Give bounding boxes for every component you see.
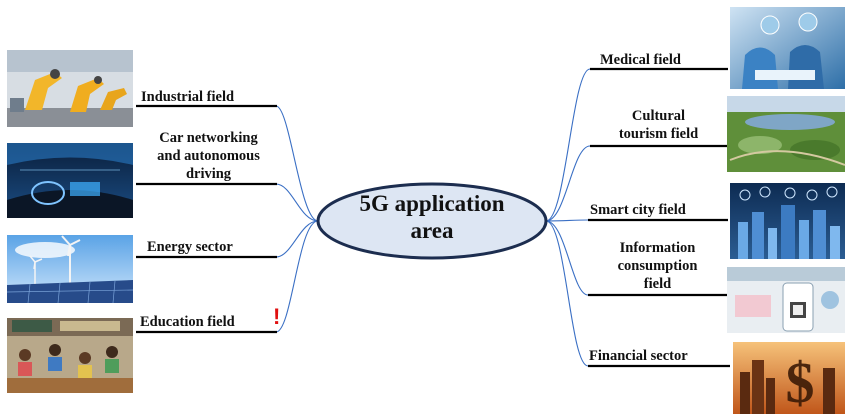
cultural-tourism-label: Cultural tourism field <box>618 108 699 142</box>
center-node-label: 5G application area <box>359 191 505 243</box>
classroom-photo <box>7 318 133 393</box>
dollar-city-sunset-photo: $ <box>733 342 845 414</box>
surgery-room-photo <box>730 7 845 89</box>
connector-education <box>275 220 319 333</box>
connector-industrial <box>275 105 319 222</box>
wind-turbine-solar-photo <box>6 235 134 304</box>
education-field-label: Education field <box>140 314 235 330</box>
medical-field-label: Medical field <box>600 52 681 68</box>
connector-medical <box>545 68 591 222</box>
warning-exclamation-icon: ! <box>273 304 281 329</box>
svg-text:$: $ <box>786 350 815 414</box>
connector-energy <box>275 220 319 258</box>
energy-sector-label: Energy sector <box>147 239 233 255</box>
mobile-payment-photo <box>727 267 845 333</box>
financial-sector-label: Financial sector <box>589 348 688 364</box>
car-networking-label: Car networking and autonomous driving <box>157 130 260 182</box>
right-connectors <box>545 68 591 367</box>
connector-smartcity <box>545 219 589 222</box>
industrial-robot-arms-photo <box>7 50 133 127</box>
connector-financial <box>545 220 589 367</box>
car-dashboard-photo <box>7 143 133 218</box>
left-underlines <box>136 104 277 334</box>
connector-car <box>275 183 319 222</box>
left-connectors <box>275 105 319 333</box>
city-skyline-network-photo <box>730 183 845 259</box>
information-consumption-label: Information consumption field <box>617 240 698 292</box>
industrial-field-label: Industrial field <box>141 89 235 105</box>
connector-information <box>545 220 589 296</box>
connector-cultural <box>545 145 591 222</box>
center-node <box>316 182 548 260</box>
aerial-landscape-photo <box>727 96 846 172</box>
smart-city-label: Smart city field <box>590 202 686 218</box>
right-underlines <box>588 67 730 368</box>
